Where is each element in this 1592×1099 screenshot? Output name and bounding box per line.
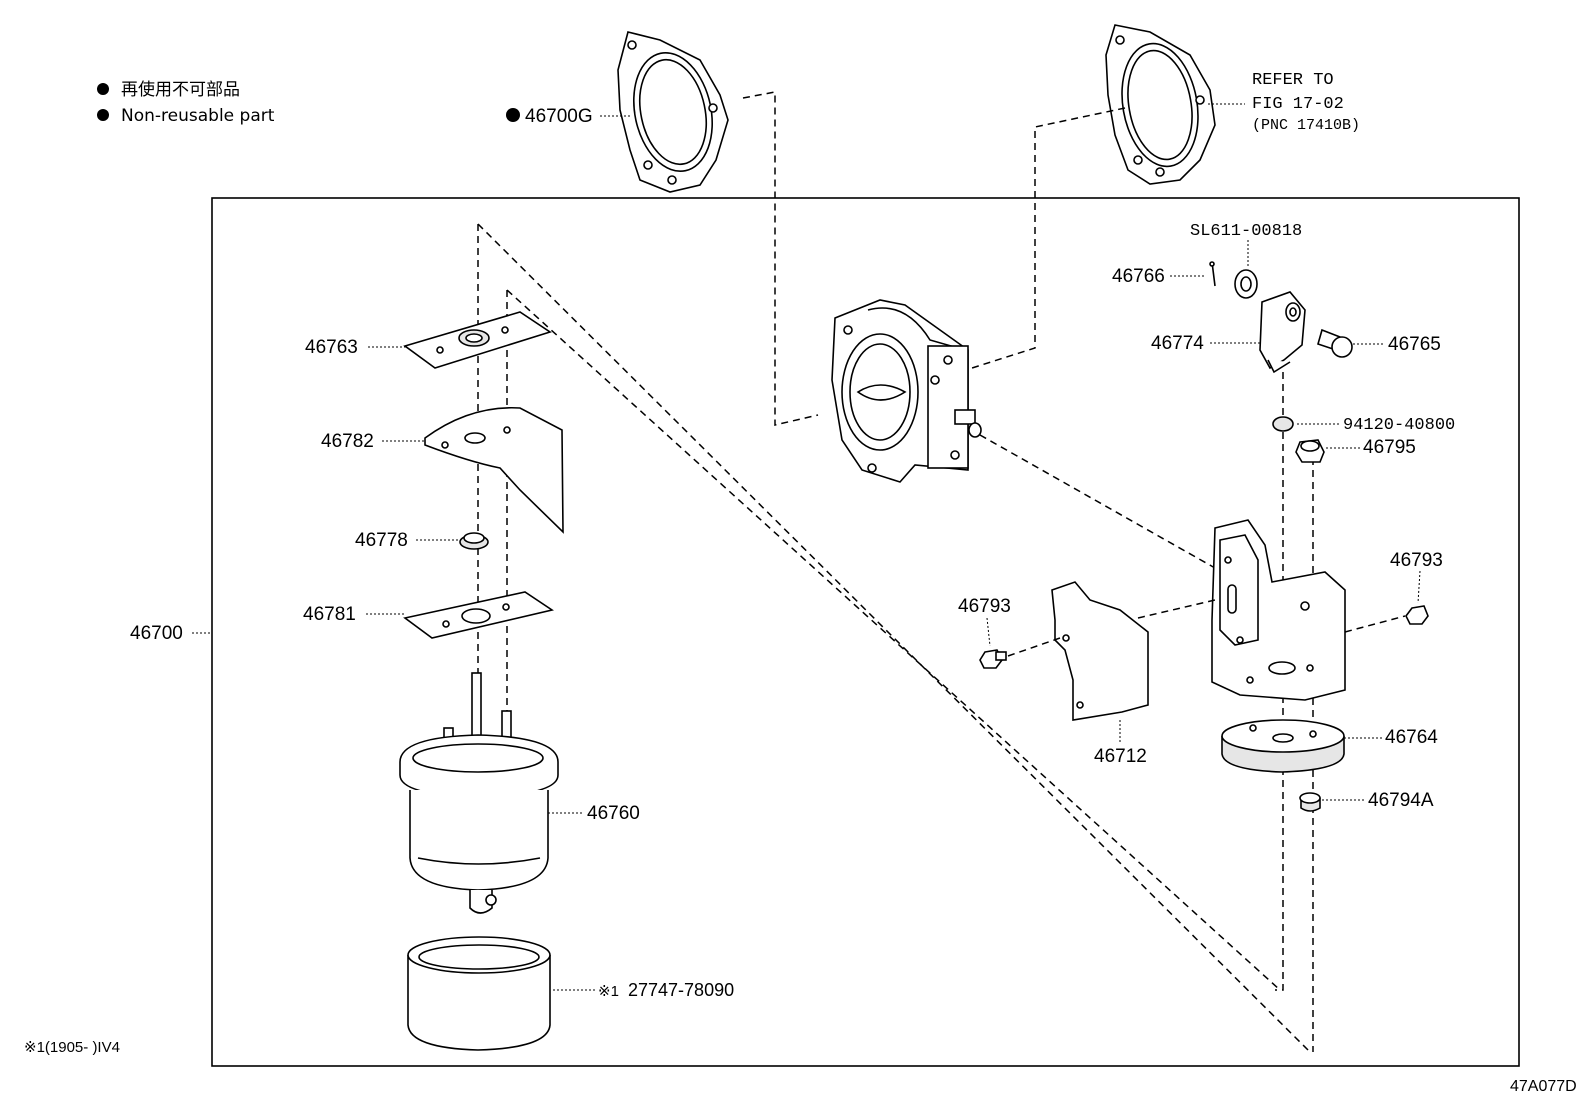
- label-46778: 46778: [355, 530, 408, 551]
- non-reusable-bullet-icon: [97, 83, 109, 95]
- pin-46766-drawing: [1209, 261, 1216, 287]
- part-46781-drawing: [403, 591, 554, 639]
- non-reusable-bullet-icon: [506, 108, 520, 122]
- part-46778-drawing: [459, 532, 489, 550]
- valve-housing-drawing: [831, 299, 982, 483]
- label-46793-right: 46793: [1390, 550, 1443, 571]
- label-46795: 46795: [1363, 437, 1416, 458]
- part-46782-drawing: [424, 406, 564, 534]
- label-46793-left: 46793: [958, 596, 1011, 617]
- label-46760: 46760: [587, 803, 640, 824]
- label-94120-40800: 94120-40800: [1343, 416, 1455, 435]
- label-46712: 46712: [1094, 746, 1147, 767]
- refer-line3: (PNC 17410B): [1252, 117, 1360, 134]
- part-46774-drawing: [1259, 291, 1306, 374]
- label-46782: 46782: [321, 431, 374, 452]
- label-46764: 46764: [1385, 727, 1438, 748]
- part-46795-drawing: [1295, 439, 1325, 463]
- label-46766: 46766: [1112, 266, 1165, 287]
- part-46765-drawing: [1317, 328, 1353, 358]
- label-27747-78090: 27747-78090: [628, 980, 734, 1000]
- non-reusable-bullet-icon: [97, 109, 109, 121]
- part-46793-left-drawing: [979, 649, 1007, 669]
- legend-jp-text: 再使用不可部品: [121, 79, 240, 100]
- label-46781: 46781: [303, 604, 356, 625]
- part-46793-right-drawing: [1405, 605, 1429, 625]
- part-46760-drawing: [399, 672, 559, 914]
- part-46794a-drawing: [1299, 792, 1321, 812]
- refer-line2: FIG 17-02: [1252, 95, 1344, 114]
- gasket-46700g-drawing: [617, 31, 729, 193]
- bracket-drawing: [1211, 519, 1346, 701]
- label-46794a: 46794A: [1368, 790, 1434, 811]
- label-46765: 46765: [1388, 334, 1441, 355]
- part-46712-drawing: [1051, 581, 1149, 721]
- label-46763: 46763: [305, 337, 358, 358]
- washer-sl611-drawing: [1234, 269, 1258, 299]
- label-46700: 46700: [130, 623, 183, 644]
- prefix-note-1: ※1: [598, 983, 619, 1000]
- refer-line1: REFER TO: [1252, 71, 1334, 90]
- part-46764-drawing: [1221, 719, 1345, 773]
- gasket-right-drawing: [1105, 24, 1216, 185]
- part-94120-drawing: [1272, 416, 1294, 432]
- label-sl611-00818: SL611-00818: [1190, 222, 1302, 241]
- part-46763-drawing: [403, 311, 552, 369]
- label-46774: 46774: [1151, 333, 1204, 354]
- legend-en-text: Non-reusable part: [121, 106, 275, 126]
- assembly-frame: [211, 197, 1520, 1067]
- label-46700g: 46700G: [525, 106, 593, 127]
- footnote: ※1(1905- )IV4: [24, 1039, 120, 1056]
- part-27747-drawing: [407, 936, 551, 1051]
- legend: 再使用不可部品 Non-reusable part: [97, 79, 275, 126]
- diagram-code: 47A077D: [1510, 1078, 1577, 1095]
